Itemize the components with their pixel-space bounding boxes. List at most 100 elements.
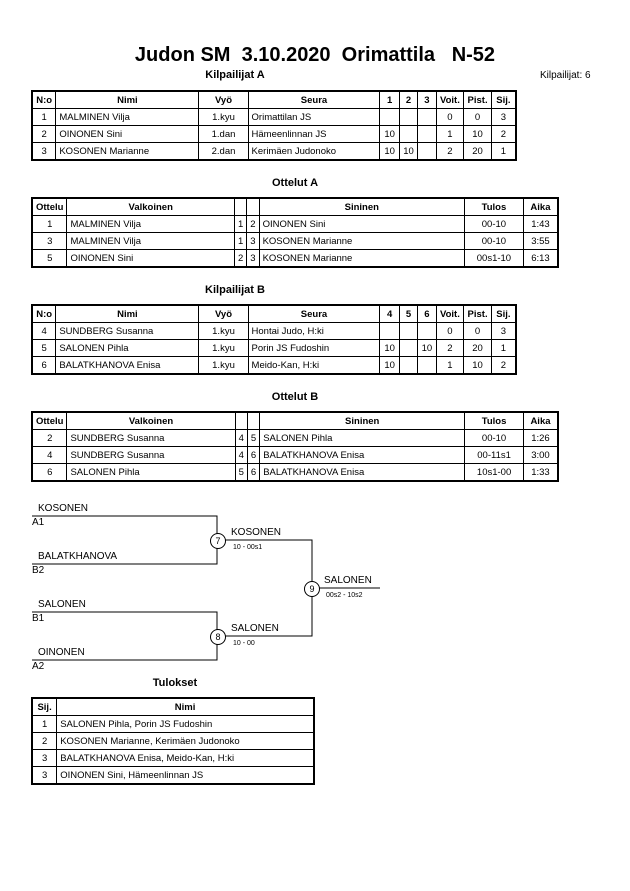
table-cell [417, 125, 437, 143]
table-cell [417, 108, 437, 126]
table-cell: BALATKHANOVA Enisa, Meido-Kan, H:ki [56, 749, 315, 767]
table-cell: 20 [463, 142, 492, 161]
table-cell: KOSONEN Marianne [258, 232, 465, 250]
table-cell: 1 [490, 339, 517, 357]
semi2-match-number: 8 [210, 629, 226, 645]
table-cell: 10 [463, 125, 492, 143]
table-cell: 3 [31, 232, 68, 250]
column-header: Aika [522, 411, 559, 430]
table-cell: 10 [379, 339, 400, 357]
column-header: Tulos [464, 411, 524, 430]
table-cell: 1:26 [522, 429, 559, 447]
table-cell: SUNDBERG Susanna [66, 429, 236, 447]
table-cell: 2 [490, 125, 517, 143]
table-cell: 0 [435, 108, 465, 126]
column-header [234, 411, 248, 430]
table-cell: SALONEN Pihla, Porin JS Fudoshin [56, 715, 315, 733]
table-cell [417, 322, 437, 340]
table-cell: 10 [398, 142, 419, 161]
table-cell: 10 [379, 356, 400, 375]
table-cell: 3 [490, 322, 517, 340]
table-cell [379, 322, 400, 340]
table-cell: Orimattilan JS [247, 108, 381, 126]
column-header: Ottelu [31, 411, 68, 430]
semi1-score: 10 - 00s1 [233, 544, 263, 551]
column-header: Vyö [198, 304, 249, 323]
table-cell: 1.kyu [198, 339, 249, 357]
table-cell: 5 [31, 339, 57, 357]
table-cell: 10 [379, 125, 400, 143]
bracket-slot1-name: KOSONEN [38, 503, 89, 514]
matches-b-heading: Ottelut B [271, 391, 319, 403]
semi2-winner: SALONEN [231, 623, 279, 634]
column-header: Vyö [198, 90, 249, 109]
table-cell: 2 [490, 356, 517, 375]
table-cell: 6 [246, 446, 261, 464]
final-match-number: 9 [304, 581, 320, 597]
table-cell: Kerimäen Judonoko [247, 142, 381, 161]
column-header [246, 197, 260, 216]
table-cell: 2 [31, 429, 68, 447]
table-cell: 4 [31, 446, 68, 464]
table-cell [398, 339, 419, 357]
table-cell [398, 108, 419, 126]
table-cell: MALMINEN Vilja [66, 215, 235, 233]
column-header: Sininen [259, 411, 466, 430]
table-cell: 2 [233, 249, 248, 268]
final-winner: SALONEN [324, 575, 372, 586]
table-cell: 2 [435, 339, 465, 357]
table-cell: 3 [31, 142, 57, 161]
table-cell: MALMINEN Vilja [66, 232, 235, 250]
table-cell: OINONEN Sini [55, 125, 200, 143]
column-header: Pist. [463, 90, 492, 109]
column-header: 5 [398, 304, 419, 323]
table-cell: 1 [31, 215, 68, 233]
table-cell: 1 [31, 108, 57, 126]
table-cell [398, 125, 419, 143]
table-cell: 2 [31, 732, 58, 750]
column-header: Valkoinen [66, 411, 236, 430]
table-cell: 1 [233, 232, 248, 250]
table-cell: 2 [435, 142, 465, 161]
column-header [233, 197, 248, 216]
semi2-score: 10 - 00 [233, 640, 255, 647]
results-heading: Tulokset [152, 677, 198, 689]
table-cell: Hämeenlinnan JS [247, 125, 381, 143]
column-header: Sij. [490, 90, 517, 109]
competitors-count: Kilpailijat: 6 [540, 70, 591, 81]
table-cell: 2 [246, 215, 260, 233]
table-cell: 1 [233, 215, 248, 233]
table-cell: 6 [31, 463, 68, 482]
column-header [246, 411, 261, 430]
table-cell: 0 [463, 108, 492, 126]
table-cell: OINONEN Sini, Hämeenlinnan JS [56, 766, 315, 785]
table-cell: Hontai Judo, H:ki [247, 322, 381, 340]
bracket-slot4-seed: A2 [32, 661, 45, 672]
column-header: Ottelu [31, 197, 68, 216]
table-cell: 3 [31, 749, 58, 767]
table-cell: BALATKHANOVA Enisa [259, 463, 466, 482]
bracket-slot3-name: SALONEN [38, 599, 86, 610]
table-cell: KOSONEN Marianne [258, 249, 465, 268]
table-cell: 1 [490, 142, 517, 161]
table-cell: 1 [435, 356, 465, 375]
semi1-match-number: 7 [210, 533, 226, 549]
table-cell: 1.dan [198, 125, 249, 143]
column-header: Aika [522, 197, 559, 216]
table-cell: 10s1-00 [464, 463, 524, 482]
table-cell: 6:13 [522, 249, 559, 268]
column-header: Sininen [258, 197, 465, 216]
column-header: 6 [417, 304, 437, 323]
